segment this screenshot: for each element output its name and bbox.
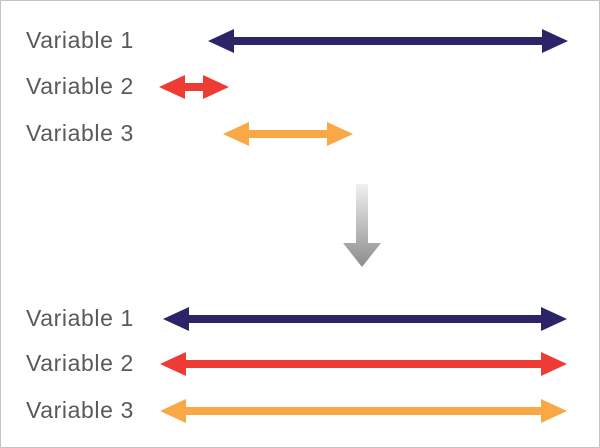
variable-1-label-bottom: Variable 1 — [26, 304, 134, 331]
range-arrow-bottom-variable-3 — [160, 399, 567, 423]
variable-2-label-bottom: Variable 2 — [26, 349, 134, 376]
range-arrow-top-variable-2 — [159, 75, 229, 99]
variable-3-label-bottom: Variable 3 — [26, 396, 134, 423]
range-arrow-top-variable-3 — [223, 122, 353, 146]
variable-2-label-top: Variable 2 — [26, 72, 134, 99]
variable-3-label-top: Variable 3 — [26, 119, 134, 146]
down-arrow-icon — [343, 184, 381, 267]
range-arrow-top-variable-1 — [208, 29, 568, 53]
range-arrow-bottom-variable-2 — [160, 352, 567, 376]
range-arrow-bottom-variable-1 — [163, 307, 567, 331]
variable-1-label-top: Variable 1 — [26, 26, 134, 53]
